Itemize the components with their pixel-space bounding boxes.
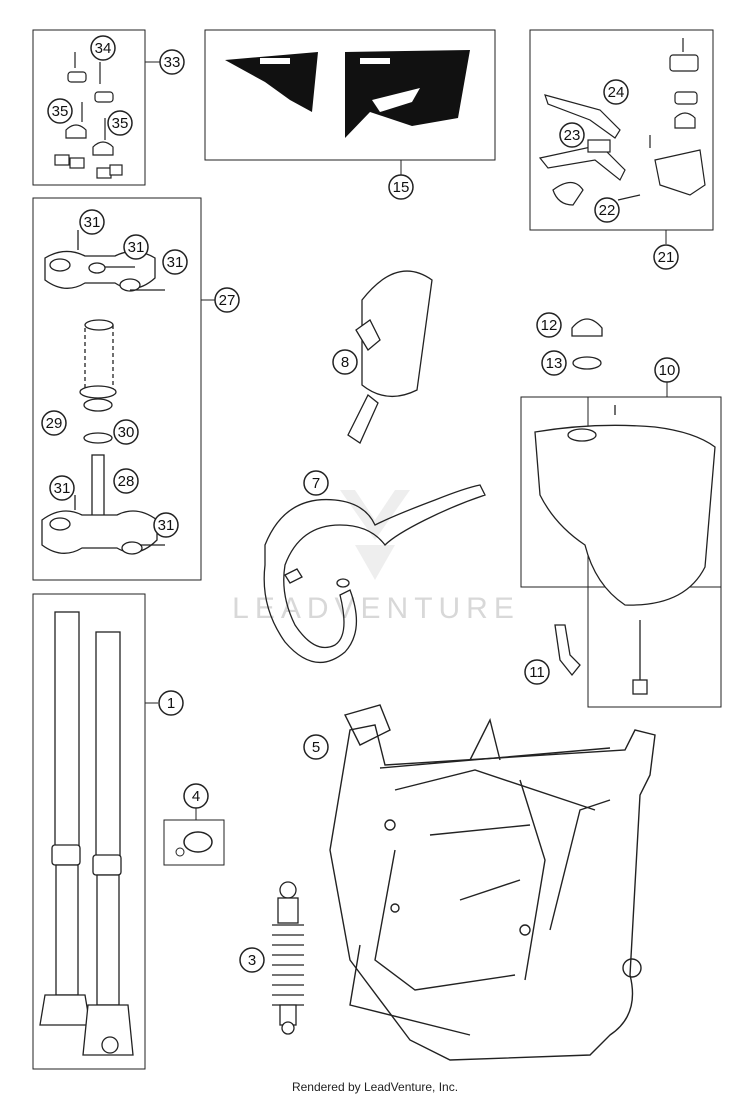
callout-31-mid: 31	[123, 234, 149, 260]
group-front-forks	[32, 593, 158, 1070]
silencer	[347, 270, 433, 444]
svg-text:11: 11	[529, 664, 545, 681]
group-triple-clamps	[32, 197, 215, 581]
svg-text:24: 24	[608, 84, 625, 101]
callout-31-lower-left: 31	[49, 475, 75, 501]
svg-text:3: 3	[248, 952, 256, 969]
group-handlebar-clamps	[32, 29, 160, 186]
callout-34: 34	[90, 35, 116, 61]
svg-text:15: 15	[393, 179, 410, 196]
callout-35-right: 35	[107, 110, 133, 136]
svg-text:13: 13	[546, 355, 563, 372]
svg-text:34: 34	[95, 40, 112, 57]
svg-text:23: 23	[564, 127, 581, 144]
group-fuel-tank	[520, 382, 722, 708]
callout-21: 21	[653, 244, 679, 270]
callout-28: 28	[113, 468, 139, 494]
svg-text:12: 12	[541, 317, 558, 334]
callout-3: 3	[239, 947, 265, 973]
callout-24: 24	[603, 79, 629, 105]
callout-27: 27	[214, 287, 240, 313]
svg-text:31: 31	[167, 254, 184, 271]
callout-22: 22	[594, 197, 620, 223]
group-decals	[204, 29, 496, 175]
callout-8: 8	[332, 349, 358, 375]
svg-text:29: 29	[46, 415, 63, 432]
svg-text:4: 4	[192, 788, 200, 805]
svg-text:35: 35	[112, 115, 129, 132]
svg-text:22: 22	[599, 202, 616, 219]
callout-1: 1	[158, 690, 184, 716]
callout-31-right: 31	[162, 249, 188, 275]
frame	[329, 704, 656, 1061]
svg-text:33: 33	[164, 54, 181, 71]
svg-text:35: 35	[52, 103, 69, 120]
svg-text:27: 27	[219, 292, 236, 309]
svg-text:1: 1	[167, 695, 175, 712]
callout-23: 23	[559, 122, 585, 148]
exhaust-pipe	[263, 484, 486, 664]
fuel-cap-gasket	[572, 356, 602, 370]
svg-text:31: 31	[158, 517, 175, 534]
svg-text:7: 7	[312, 475, 320, 492]
svg-text:31: 31	[54, 480, 71, 497]
callout-7: 7	[303, 470, 329, 496]
svg-text:31: 31	[84, 214, 101, 231]
callout-33: 33	[159, 49, 185, 75]
callout-15: 15	[388, 174, 414, 200]
shock-absorber	[272, 881, 304, 1035]
svg-text:30: 30	[118, 424, 135, 441]
callout-31-lower-right: 31	[153, 512, 179, 538]
callout-12: 12	[536, 312, 562, 338]
svg-text:31: 31	[128, 239, 145, 256]
callout-13: 13	[541, 350, 567, 376]
callout-29: 29	[41, 410, 67, 436]
callout-4: 4	[183, 783, 209, 809]
svg-text:5: 5	[312, 739, 320, 756]
svg-text:21: 21	[658, 249, 675, 266]
svg-text:10: 10	[659, 362, 676, 379]
callout-11: 11	[524, 659, 550, 685]
watermark-text: LEADVENTURE	[232, 592, 520, 625]
footer-credit: Rendered by LeadVenture, Inc.	[291, 1080, 459, 1094]
svg-text:8: 8	[341, 354, 349, 371]
callout-30: 30	[113, 419, 139, 445]
watermark-logo	[340, 490, 410, 580]
fuel-cap	[571, 318, 603, 337]
svg-text:28: 28	[118, 473, 135, 490]
callout-35-left: 35	[47, 98, 73, 124]
callout-5: 5	[303, 734, 329, 760]
group-brake-master-cylinder	[529, 29, 714, 244]
callout-10: 10	[654, 357, 680, 383]
group-hose-clamp	[163, 808, 225, 866]
callout-31-top: 31	[79, 209, 105, 235]
